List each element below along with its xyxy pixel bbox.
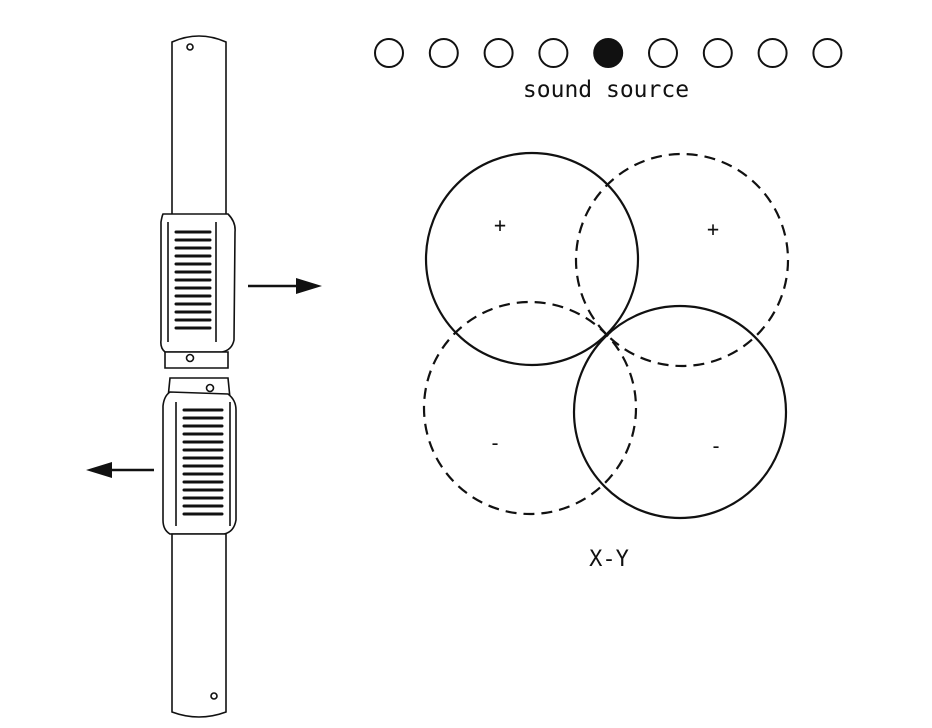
- lower-mic-screw-bottom: [210, 692, 218, 700]
- upper-mic-grille: [174, 230, 212, 330]
- lower-mic-grille: [182, 408, 224, 516]
- lower-right-sign: -: [710, 434, 722, 458]
- sound-source-position: [374, 38, 404, 68]
- lower-mic-body: [171, 533, 227, 718]
- lower-mic-screw-top: [205, 383, 215, 393]
- microphone-pair: [86, 35, 322, 718]
- upper-mic-capsule-frame: [167, 222, 217, 342]
- lobe-signs: + + - -: [489, 213, 722, 458]
- lower-microphone: [162, 377, 237, 718]
- sound-source-position: [702, 38, 733, 68]
- left-arrow: [86, 462, 154, 478]
- upper-left-sign: +: [494, 213, 506, 237]
- upper-mic-end-cap: [164, 351, 229, 369]
- sound-source-position: [812, 38, 843, 68]
- sound-source-position: [428, 38, 459, 68]
- sound-source-active: [593, 38, 624, 68]
- sound-source-position: [538, 38, 569, 68]
- lower-mic-capsule-frame: [175, 402, 231, 526]
- left-mic-rear-lobe: [422, 300, 638, 516]
- lower-left-sign: -: [489, 431, 501, 455]
- sound-source-position: [757, 38, 788, 68]
- upper-mic-screw-top: [186, 43, 194, 51]
- sound-source-label: sound source: [523, 77, 689, 103]
- upper-mic-screw-bottom: [185, 353, 195, 363]
- left-mic-front-lobe: [424, 151, 640, 367]
- pattern-label: X-Y: [589, 547, 629, 572]
- right-mic-front-lobe: [574, 152, 790, 368]
- sound-source-position: [648, 38, 678, 68]
- upper-microphone: [160, 35, 236, 369]
- upper-mic-body: [171, 35, 227, 219]
- right-arrow: [248, 278, 322, 294]
- upper-right-sign: +: [707, 217, 719, 241]
- right-mic-rear-lobe: [572, 304, 788, 520]
- upper-mic-capsule-housing: [160, 213, 236, 353]
- sound-source-position: [483, 38, 514, 68]
- polar-patterns: [422, 151, 790, 520]
- sound-source-row: [374, 38, 843, 68]
